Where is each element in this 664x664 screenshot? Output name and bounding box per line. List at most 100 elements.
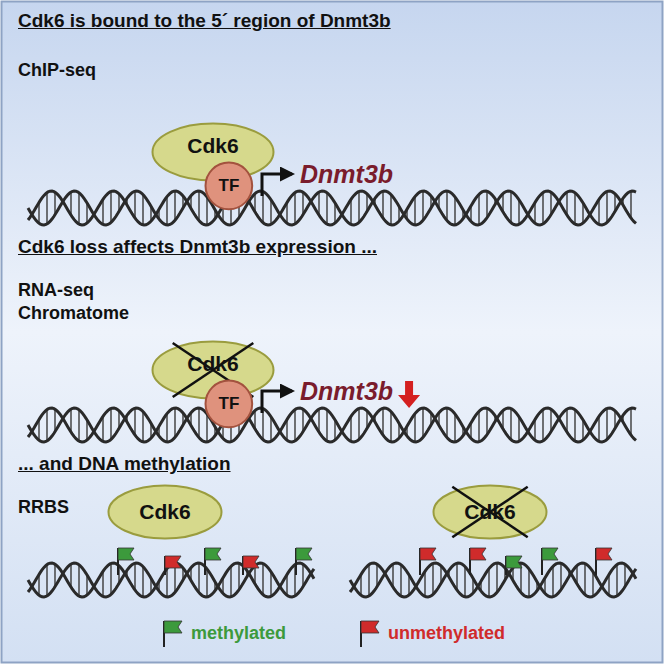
base-pair [446, 408, 447, 438]
base-pair [432, 563, 433, 594]
base-pair [270, 417, 271, 442]
base-pair [598, 199, 599, 224]
node-shape [206, 381, 253, 428]
base-pair [422, 408, 423, 437]
node-label: Cdk6 [187, 134, 238, 158]
base-pair [510, 192, 511, 223]
flag-cloth [420, 548, 436, 560]
base-pair [486, 408, 487, 434]
base-pair [368, 565, 369, 596]
base-pair [174, 408, 175, 437]
base-pair [198, 563, 199, 593]
node-label: TF [219, 176, 240, 196]
base-pair [456, 563, 457, 590]
flag-cloth [542, 548, 558, 560]
methylation-flag [243, 556, 259, 575]
base-pair [414, 414, 415, 442]
base-pair [606, 191, 607, 222]
base-pair [198, 191, 199, 221]
base-pair [134, 191, 135, 218]
base-pair [414, 197, 415, 225]
methylation-flag [420, 548, 436, 575]
base-pair [270, 200, 271, 225]
base-pair [584, 564, 585, 595]
base-pair [542, 410, 543, 441]
base-pair [518, 417, 519, 442]
base-pair [326, 193, 327, 224]
flag-cloth [118, 548, 134, 560]
flag-cloth [506, 556, 522, 568]
base-pair [358, 408, 359, 439]
base-pair [46, 410, 47, 441]
legend: methylated unmethylated [0, 618, 664, 648]
base-pair [422, 191, 423, 220]
method-label: RNA-seq [18, 280, 94, 301]
methylation-flag [205, 548, 221, 575]
base-pair [78, 410, 79, 441]
base-pair [606, 408, 607, 439]
methylation-flag [118, 548, 134, 575]
dna-strand [350, 563, 636, 597]
base-pair [134, 563, 135, 590]
dna-strand [28, 191, 636, 225]
base-pair [294, 193, 295, 224]
legend-text: unmethylated [388, 623, 505, 644]
flag-cloth [361, 621, 379, 633]
base-pair [486, 191, 487, 217]
protein-ellipse: Cdk6 [107, 484, 223, 540]
base-pair [630, 408, 631, 435]
base-pair [142, 195, 143, 225]
node-label: Cdk6 [464, 500, 515, 524]
base-pair [382, 408, 383, 435]
base-pair [574, 193, 575, 224]
base-pair [574, 410, 575, 441]
base-pair [78, 193, 79, 224]
base-pair [350, 199, 351, 224]
base-pair [262, 192, 263, 223]
base-pair [454, 197, 455, 225]
flag-cloth [164, 621, 182, 633]
methylation-flag [296, 548, 312, 575]
base-pair [446, 191, 447, 221]
flag-cloth [205, 548, 221, 560]
base-pair [528, 569, 529, 597]
dna-helix [28, 191, 636, 225]
base-pair [262, 564, 263, 595]
base-pair [102, 416, 103, 441]
flag-cloth [165, 556, 181, 568]
node-shape [434, 486, 547, 539]
knockout-cross [452, 487, 527, 537]
methylation-flag [542, 548, 558, 575]
base-pair [496, 563, 497, 592]
gene-name: Dnmt3b [300, 160, 393, 189]
dna-helix [28, 408, 636, 442]
base-pair [616, 565, 617, 596]
methylation-flag [506, 556, 522, 575]
legend-text: methylated [191, 623, 286, 644]
section-heading: Cdk6 loss affects Dnmt3b expression ... [18, 236, 377, 258]
protein-ellipse: Cdk6 [432, 484, 548, 540]
method-label: ChIP-seq [18, 60, 96, 81]
base-pair [46, 193, 47, 224]
base-pair [102, 199, 103, 224]
base-pair [358, 191, 359, 222]
node-shape [206, 163, 253, 210]
base-pair [78, 565, 79, 596]
section-heading: Cdk6 is bound to the 5´ region of Dnmt3b [18, 10, 391, 32]
base-pair [542, 193, 543, 224]
flag-cloth [243, 556, 259, 568]
base-pair [166, 569, 167, 597]
method-label: Chromatome [18, 303, 129, 324]
down-arrow [398, 381, 420, 408]
base-pair [552, 566, 553, 597]
base-pair [206, 197, 207, 225]
legend-swatch [356, 618, 382, 648]
dna-strand [28, 191, 636, 225]
methylation-flag [596, 548, 612, 575]
methylation-flag [470, 548, 486, 575]
base-pair [174, 191, 175, 220]
base-pair [102, 571, 103, 596]
base-pair [382, 191, 383, 218]
